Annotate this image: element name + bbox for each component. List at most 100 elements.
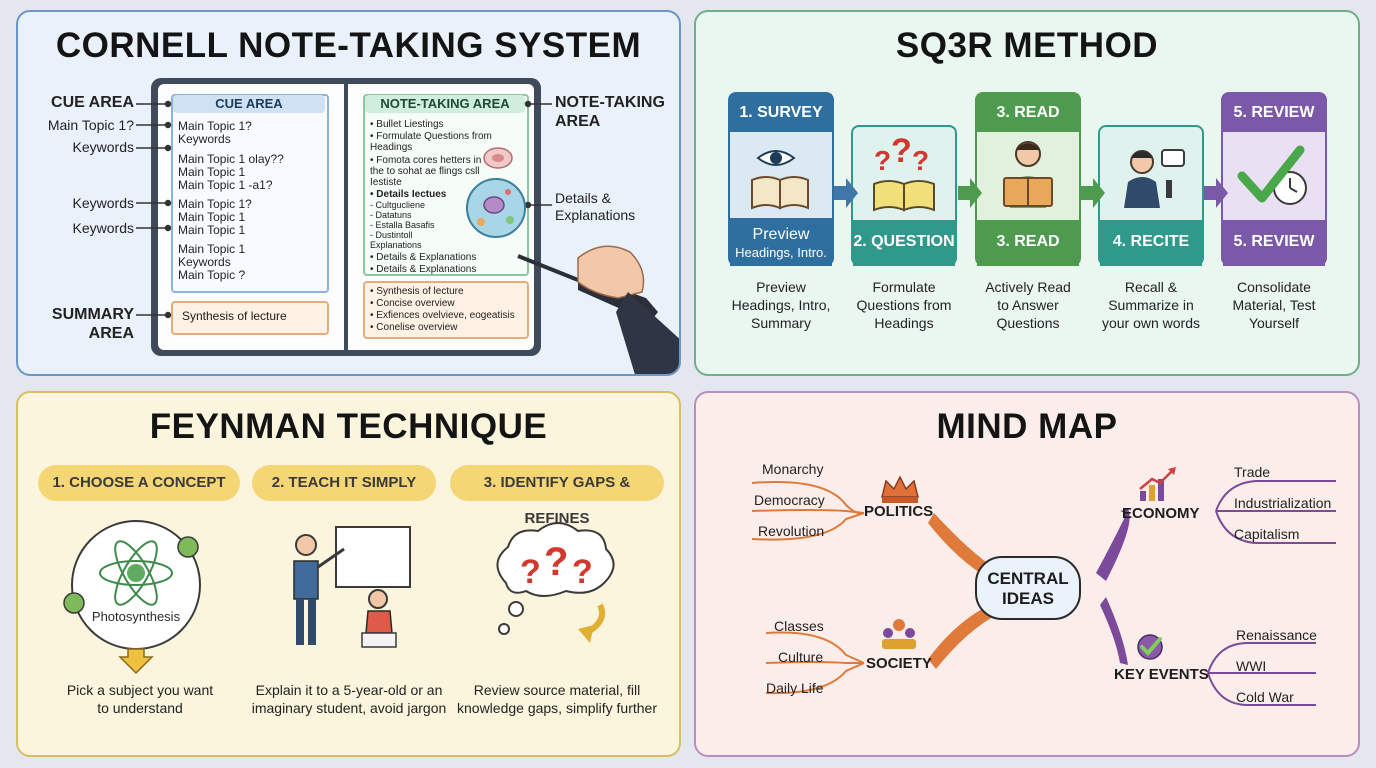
leaf-trade: Trade: [1234, 464, 1271, 480]
note-line: • Details Iectues: [370, 189, 447, 200]
note-line: • Details & Explanations: [370, 264, 477, 275]
branch-society: SOCIETY: [866, 655, 932, 672]
cue-line: Main Topic 1 olay??: [178, 152, 284, 166]
step-recite-body: 4. RECITE: [1112, 233, 1190, 250]
feynman-title: FEYNMAN TECHNIQUE: [149, 407, 548, 446]
speaker-icon: [1124, 149, 1185, 208]
step-question: 2. QUESTION: [851, 125, 957, 266]
question-book-icon: ? ? ?: [873, 132, 935, 212]
feynman-panel: FEYNMAN TECHNIQUE 1. CHOOSE A CONCEPT 2.…: [16, 391, 681, 757]
arrow-right-icon: [1204, 178, 1228, 208]
cornell-panel: CORNELL NOTE-TAKING SYSTEM CUE AREA Main…: [16, 10, 681, 376]
step-survey-body-1: Preview: [752, 226, 810, 243]
feynman-step-2-label: 2. TEACH IT SIMPLY: [252, 465, 436, 501]
sq3r-title: SQ3R METHOD: [895, 26, 1159, 65]
summary-box-text: Synthesis of lecture: [182, 309, 287, 323]
summary-line: • Exfiences ovelvieve, eogeatisis: [370, 310, 515, 321]
note-line: Explanations: [370, 240, 422, 250]
note-taking-label-1: NOTE-TAKING: [555, 94, 665, 111]
step-survey-body-2: Headings, Intro.: [735, 245, 827, 260]
summary-box-right: [363, 281, 529, 339]
keywords-label-3: Keywords: [72, 220, 134, 236]
svg-text:?: ?: [520, 553, 541, 591]
summary-label-2: AREA: [88, 325, 134, 342]
arrow-right-icon: [834, 178, 858, 208]
thought-cloud-icon: ? ? ?: [496, 522, 615, 643]
svg-text:?: ?: [891, 132, 912, 170]
note-line: the to sohat ae flings csll: [370, 166, 480, 177]
leaf-monarchy: Monarchy: [762, 461, 824, 477]
mindmap-panel: MIND MAP: [694, 391, 1360, 757]
cornell-graphics: [136, 100, 679, 374]
cue-line: Main Topic 1?: [178, 119, 252, 133]
feynman-graphics: ? ? ?: [63, 520, 615, 675]
leaf-classes: Classes: [774, 618, 824, 634]
leaf-revolution: Revolution: [758, 523, 825, 539]
svg-text:?: ?: [572, 553, 593, 591]
cue-line: Main Topic ?: [178, 268, 246, 282]
svg-text:?: ?: [874, 145, 891, 176]
note-line: - Datatuns: [370, 210, 412, 220]
cue-box-title: CUE AREA: [173, 95, 325, 113]
step-review-body: 5. REVIEW: [1233, 233, 1315, 250]
branch-economy: ECONOMY: [1122, 505, 1200, 522]
sq3r-panel: SQ3R METHOD 1. SURVEY Preview Headings, …: [694, 10, 1360, 376]
note-box-title: NOTE-TAKING AREA: [365, 95, 525, 113]
cue-line: Main Topic 1: [178, 242, 246, 256]
arrow-right-icon: [1081, 178, 1105, 208]
note-line: - Dustintoll: [370, 230, 413, 240]
svg-text:?: ?: [912, 145, 929, 176]
cue-box: [171, 94, 329, 293]
summary-line: • Concise overview: [370, 298, 455, 309]
teacher-icon: [293, 526, 411, 648]
cue-line: Main Topic 1: [178, 210, 246, 224]
cue-line: Main Topic 1: [178, 165, 246, 179]
cue-line: Keywords: [178, 132, 231, 146]
leaf-democracy: Democracy: [754, 492, 825, 508]
cornell-title: CORNELL NOTE-TAKING SYSTEM: [55, 26, 642, 65]
leaf-cold-war: Cold War: [1236, 689, 1294, 705]
note-line: • Details & Explanations: [370, 252, 477, 263]
leaf-culture: Culture: [778, 649, 824, 665]
cue-line: Main Topic 1 -a1?: [178, 178, 273, 192]
step-survey-header: 1. SURVEY: [739, 104, 823, 121]
main-topic-label: Main Topic 1?: [47, 117, 134, 133]
feynman-step-3-label: 3. IDENTIFY GAPS & REFINES: [450, 465, 664, 527]
step-read-header: 3. READ: [996, 104, 1060, 121]
note-line: - Cultgucliene: [370, 200, 426, 210]
leaf-capitalism: Capitalism: [1234, 526, 1300, 542]
leaf-daily-life: Daily Life: [766, 680, 824, 696]
atom-icon: [63, 520, 201, 675]
check-badge-icon: [1137, 634, 1163, 660]
mindmap-graphics: [751, 467, 1336, 706]
crown-icon: [881, 475, 919, 503]
note-line: Headings: [370, 142, 413, 153]
people-icon: [882, 619, 916, 649]
step-survey: 1. SURVEY Preview Headings, Intro.: [728, 92, 834, 266]
note-line: • Formulate Questions from: [370, 131, 492, 142]
hand-with-pen-icon: [517, 245, 679, 374]
summary-line: • Synthesis of lecture: [370, 286, 464, 297]
note-line: • Bullet Liestings: [370, 119, 444, 130]
step-recite: 4. RECITE: [1098, 125, 1204, 266]
step-question-body: 2. QUESTION: [853, 233, 955, 250]
note-line: • Fomota cores hetters in: [370, 155, 482, 166]
note-taking-label-2: AREA: [555, 113, 601, 130]
cue-area-label: CUE AREA: [51, 94, 134, 111]
details-label-2: Explanations: [555, 207, 636, 223]
photosynthesis-label: Photosynthesis: [91, 609, 181, 624]
leaf-wwi: WWI: [1236, 658, 1267, 674]
mindmap-title: MIND MAP: [936, 407, 1118, 446]
cell-diagram-icon: [466, 147, 526, 238]
summary-label-1: SUMMARY: [51, 306, 134, 323]
summary-box-left: [171, 301, 329, 335]
